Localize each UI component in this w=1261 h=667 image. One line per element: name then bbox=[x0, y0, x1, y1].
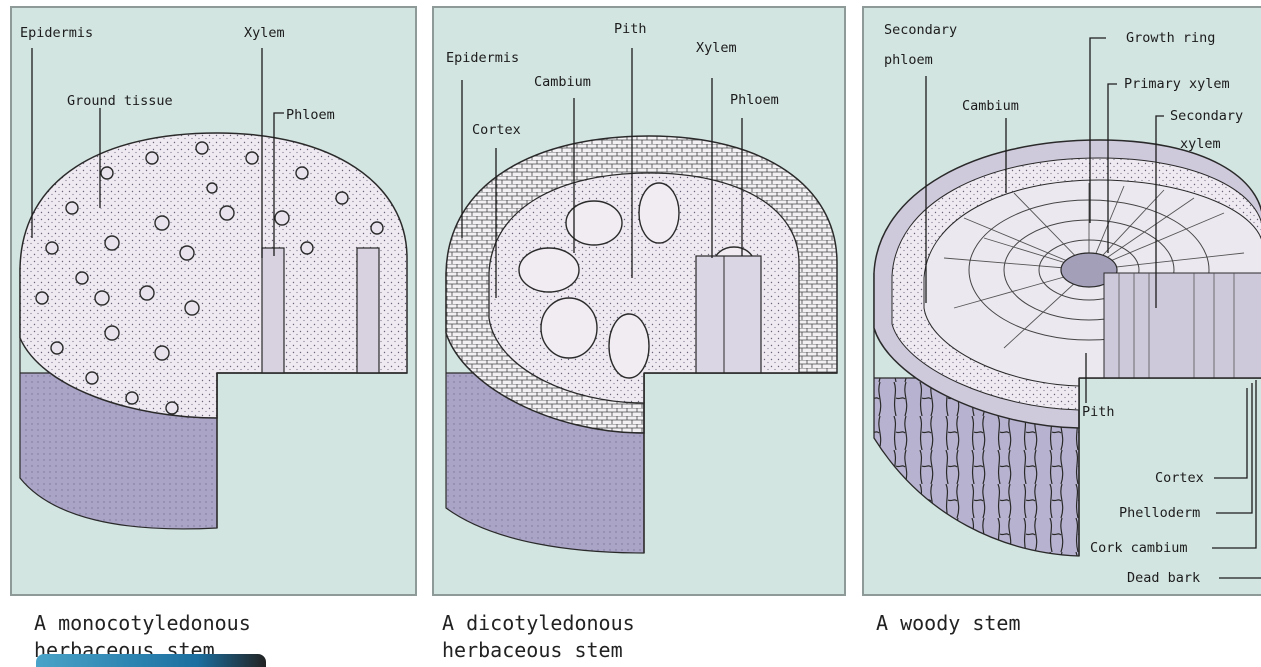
label-phloem: Phloem bbox=[286, 107, 335, 123]
label-phloem: Phloem bbox=[730, 92, 779, 108]
label-xylem: Xylem bbox=[696, 40, 737, 56]
label-secondary-xylem-line2: xylem bbox=[1180, 136, 1221, 152]
monocot-stem-panel: Epidermis Xylem Ground tissue Phloem bbox=[10, 6, 417, 596]
caption-line: A dicotyledonous bbox=[442, 610, 635, 637]
woody-stem-panel: Secondary phloem Growth ring Primary xyl… bbox=[862, 6, 1261, 596]
caption-line: A woody stem bbox=[876, 610, 1021, 637]
label-epidermis: Epidermis bbox=[20, 25, 93, 41]
label-cambium: Cambium bbox=[962, 98, 1019, 114]
label-xylem: Xylem bbox=[244, 25, 285, 41]
label-epidermis: Epidermis bbox=[446, 50, 519, 66]
label-secondary-xylem-line1: Secondary bbox=[1170, 108, 1243, 124]
label-secondary-phloem-line1: Secondary bbox=[884, 22, 957, 38]
label-ground-tissue: Ground tissue bbox=[67, 93, 173, 109]
label-cork-cambium: Cork cambium bbox=[1090, 540, 1188, 556]
label-cambium: Cambium bbox=[534, 74, 591, 90]
label-growth-ring: Growth ring bbox=[1126, 30, 1215, 46]
dicot-stem-panel: Epidermis Pith Xylem Cambium Phloem Cort… bbox=[432, 6, 846, 596]
caption-line: A monocotyledonous bbox=[34, 610, 251, 637]
caption-woody: A woody stem bbox=[876, 610, 1021, 637]
label-phelloderm: Phelloderm bbox=[1119, 505, 1200, 521]
dicot-stem-illustration bbox=[434, 8, 846, 596]
label-primary-xylem: Primary xylem bbox=[1124, 76, 1230, 92]
label-secondary-phloem-line2: phloem bbox=[884, 52, 933, 68]
woody-stem-illustration bbox=[864, 8, 1261, 596]
label-pith: Pith bbox=[1082, 404, 1115, 420]
blue-graphic-fragment bbox=[36, 654, 266, 667]
label-dead-bark: Dead bark bbox=[1127, 570, 1200, 586]
label-cortex: Cortex bbox=[472, 122, 521, 138]
caption-dicot: A dicotyledonous herbaceous stem bbox=[442, 610, 635, 664]
label-pith: Pith bbox=[614, 21, 647, 37]
label-cortex: Cortex bbox=[1155, 470, 1204, 486]
caption-line: herbaceous stem bbox=[442, 637, 635, 664]
